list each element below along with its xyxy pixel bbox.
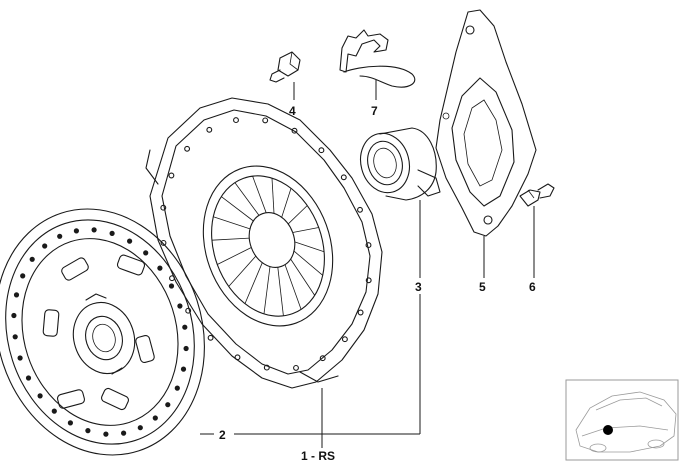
clutch-disc-icon[interactable] <box>0 182 236 461</box>
vehicle-locator-thumbnail[interactable] <box>565 379 679 461</box>
pin-icon[interactable] <box>519 183 555 207</box>
locator-dot-icon <box>603 425 613 435</box>
callout-part-3[interactable]: 3 <box>415 280 422 294</box>
leader-lines <box>200 80 535 448</box>
pressure-plate-icon[interactable] <box>145 97 383 389</box>
bolt-icon[interactable] <box>269 51 301 83</box>
callout-part-2[interactable]: 2 <box>219 428 226 442</box>
release-bearing-icon[interactable] <box>354 127 441 201</box>
callout-part-6[interactable]: 6 <box>529 280 536 294</box>
callout-part-7[interactable]: 7 <box>371 104 378 118</box>
callout-part-1-rs[interactable]: 1 - RS <box>301 449 335 461</box>
callout-part-5[interactable]: 5 <box>479 280 486 294</box>
guide-plate-icon[interactable] <box>435 9 537 237</box>
callout-part-4[interactable]: 4 <box>289 104 296 118</box>
retaining-clip-icon[interactable] <box>339 29 416 88</box>
